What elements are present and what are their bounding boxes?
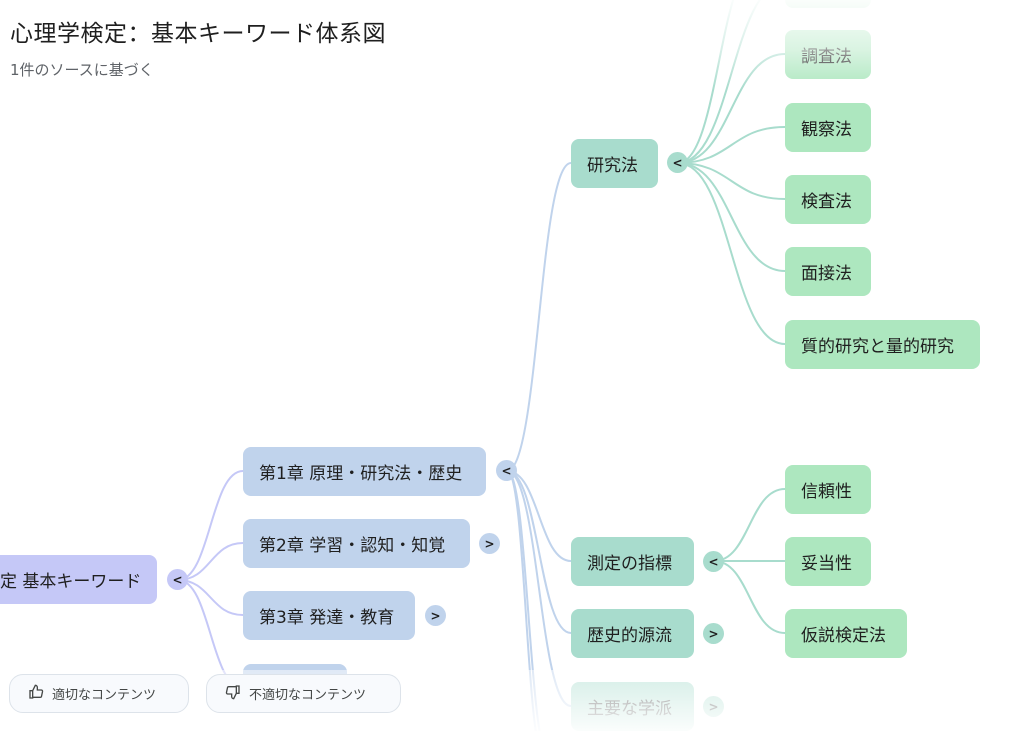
thumbs-down-icon (225, 684, 241, 704)
research-link (677, 0, 761, 164)
node-label: 研究法 (587, 156, 638, 176)
observation-method-node[interactable]: 観察法 (785, 103, 871, 152)
measurement-link (713, 488, 786, 562)
node-label: 調査法 (801, 47, 852, 67)
historical-origins-node[interactable]: 歴史的源流 (571, 609, 694, 658)
root-link (177, 542, 244, 581)
thumbs-up-icon (28, 684, 44, 704)
page-title: 心理学検定：基本キーワード体系図 (10, 21, 386, 47)
chapter-node-1[interactable]: 第1章 原理・研究法・歴史 (243, 447, 486, 496)
chapter-node-label: 第2章 学習・認知・知覚 (259, 536, 446, 556)
node-label: 測定の指標 (587, 554, 672, 574)
node-label: 面接法 (801, 264, 852, 284)
good-content-button[interactable]: 適切なコンテンツ (9, 674, 189, 713)
node-label: 妥当性 (801, 554, 852, 574)
leaf-node-hidden[interactable] (785, 0, 871, 8)
node-label: 質的研究と量的研究 (801, 337, 954, 357)
measurement-link (713, 560, 786, 634)
bad-content-label: 不適切なコンテンツ (249, 688, 367, 703)
chapter-node-label: 第1章 原理・研究法・歴史 (259, 464, 463, 484)
hypothesis-testing-node[interactable]: 仮説検定法 (785, 609, 907, 658)
good-content-label: 適切なコンテンツ (52, 688, 157, 703)
chapter-link (506, 470, 572, 562)
research-methods-collapse-toggle[interactable]: < (667, 152, 688, 173)
node-label: 検査法 (801, 192, 852, 212)
reliability-node[interactable]: 信頼性 (785, 465, 871, 514)
measurement-node[interactable]: 測定の指標 (571, 537, 694, 586)
qualitative-quantitative-node[interactable]: 質的研究と量的研究 (785, 320, 980, 369)
chapter-link (506, 470, 572, 634)
node-label: 信頼性 (801, 482, 852, 502)
root-node-label: 定 基本キーワード (0, 572, 142, 592)
major-schools-expand-toggle[interactable]: > (703, 696, 724, 717)
node-label: 歴史的源流 (587, 626, 672, 646)
major-schools-node[interactable]: 主要な学派 (571, 682, 694, 731)
node-label: 観察法 (801, 120, 852, 140)
measurement-collapse-toggle[interactable]: < (703, 551, 724, 572)
historical-origins-expand-toggle[interactable]: > (703, 623, 724, 644)
research-link (677, 162, 786, 200)
research-link (677, 162, 786, 345)
source-count: 1件のソースに基づく (10, 61, 154, 79)
root-node[interactable]: 定 基本キーワード (0, 555, 157, 604)
survey-method-node[interactable]: 調査法 (785, 30, 871, 79)
node-label: 主要な学派 (587, 699, 672, 719)
research-link (677, 162, 786, 272)
chapter-link (506, 470, 541, 731)
research-link (677, 126, 786, 164)
chapter-3-expand-toggle[interactable]: > (425, 605, 446, 626)
validity-node[interactable]: 妥当性 (785, 537, 871, 586)
root-link (177, 470, 244, 581)
chapter-2-expand-toggle[interactable]: > (479, 533, 500, 554)
chapter-1-collapse-toggle[interactable]: < (496, 460, 517, 481)
chapter-node-2[interactable]: 第2章 学習・認知・知覚 (243, 519, 470, 568)
chapter-node-label: 第3章 発達・教育 (259, 608, 395, 628)
test-method-node[interactable]: 検査法 (785, 175, 871, 224)
node-label: 仮説検定法 (801, 626, 886, 646)
root-link (177, 579, 244, 616)
root-collapse-toggle[interactable]: < (167, 569, 188, 590)
chapter-node-3[interactable]: 第3章 発達・教育 (243, 591, 415, 640)
research-methods-node[interactable]: 研究法 (571, 139, 658, 188)
bad-content-button[interactable]: 不適切なコンテンツ (206, 674, 401, 713)
chapter-link (506, 162, 572, 472)
interview-method-node[interactable]: 面接法 (785, 247, 871, 296)
chapter-link (506, 470, 537, 731)
